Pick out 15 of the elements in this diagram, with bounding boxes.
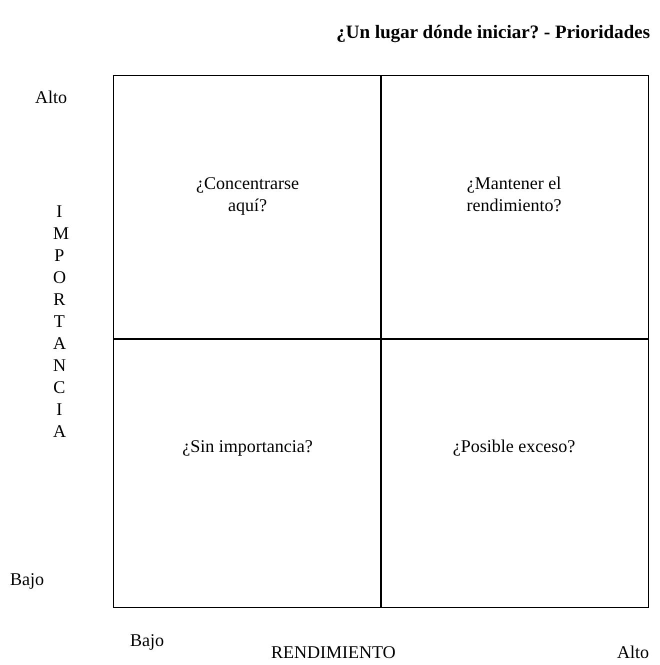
quadrant-label: ¿Concentrarse aquí? [195, 172, 300, 216]
axis-value-label: Bajo [130, 629, 164, 651]
quadrant-box [113, 75, 382, 340]
quadrant-box [380, 338, 648, 608]
axis-title: IMPORTANCIA [53, 200, 66, 442]
axis-value-label: Alto [617, 641, 650, 663]
quadrant-box [380, 75, 648, 340]
axis-value-label: Alto [35, 86, 68, 108]
axis-value-label: Bajo [10, 568, 44, 590]
chart-title: ¿Un lugar dónde iniciar? - Prioridades [336, 22, 650, 44]
quadrant-label: ¿Sin importancia? [181, 434, 314, 456]
quadrant-box [113, 338, 382, 608]
axis-title: RENDIMIENTO [271, 641, 396, 663]
quadrant-label: ¿Mantener el rendimiento? [466, 172, 562, 216]
quadrant-label: ¿Posible exceso? [452, 434, 576, 456]
